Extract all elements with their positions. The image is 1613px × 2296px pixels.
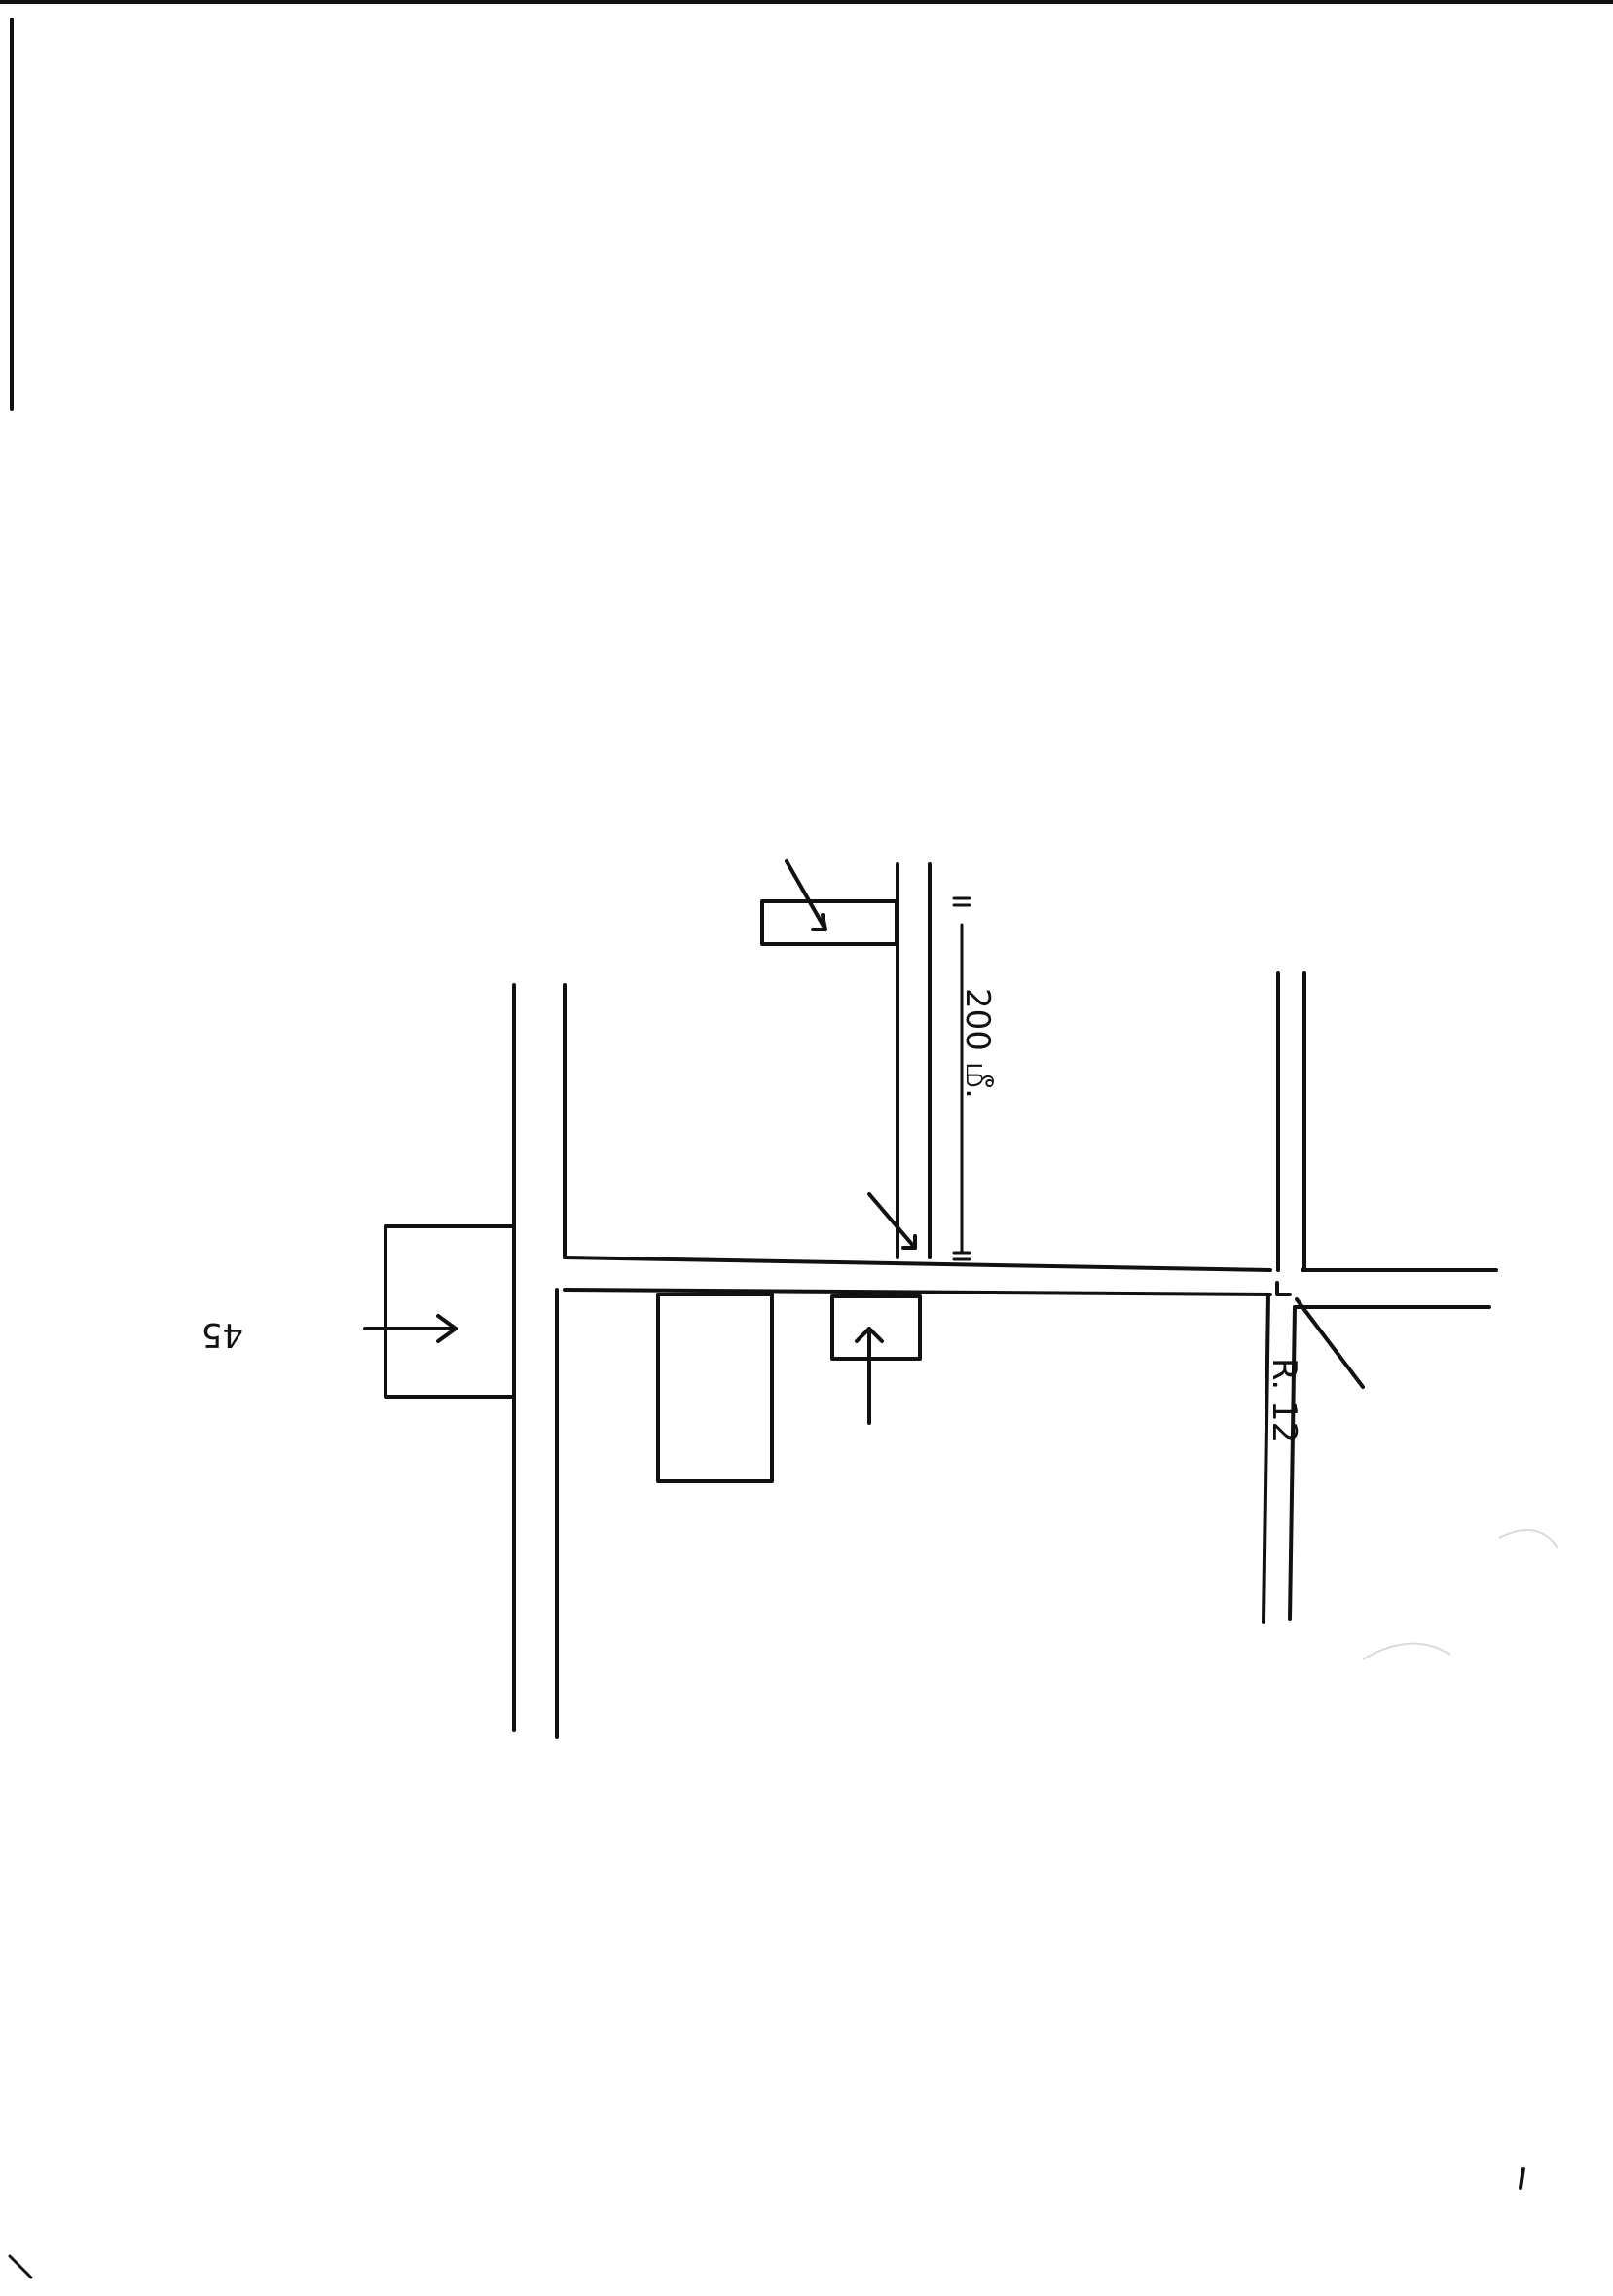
left-building-arrowhead: [436, 1314, 458, 1343]
right-road-right-edge-lower: [1288, 1305, 1297, 1621]
scan-artifact-bottom-left: [8, 2254, 33, 2279]
right-junction-arrow: [1295, 1297, 1365, 1389]
lower-building-right-arrowhead: [855, 1327, 884, 1343]
scan-smudge-right: [1498, 1529, 1558, 1549]
building-label-arrowhead: [901, 1234, 917, 1250]
top-building-arrow: [785, 859, 827, 931]
right-road-label: R. 12: [1265, 1358, 1303, 1442]
right-road-label-group: R. 12: [1265, 1358, 1303, 1442]
building-label-arrow: [867, 1192, 917, 1250]
main-road-bottom-edge-left: [563, 1288, 1272, 1296]
distance-label: 200 மீ.: [958, 988, 997, 1099]
scan-smudge-right2: [1362, 1642, 1451, 1660]
scan-artifact-mark: [1519, 2167, 1525, 2190]
main-road-top-edge-left: [563, 1256, 1272, 1272]
lower-building-right: [830, 1294, 922, 1361]
left-building-label-group: 45: [202, 1315, 243, 1354]
left-building-number: 45: [202, 1315, 243, 1354]
left-building: [384, 1224, 516, 1399]
lower-building-left: [656, 1293, 774, 1483]
top-building-arrowhead: [811, 913, 827, 931]
junction-mark: [1275, 1281, 1292, 1296]
top-building: [760, 899, 898, 946]
distance-label-group: 200 மீ.: [958, 988, 997, 1099]
right-road-left-edge-lower: [1262, 1293, 1270, 1624]
